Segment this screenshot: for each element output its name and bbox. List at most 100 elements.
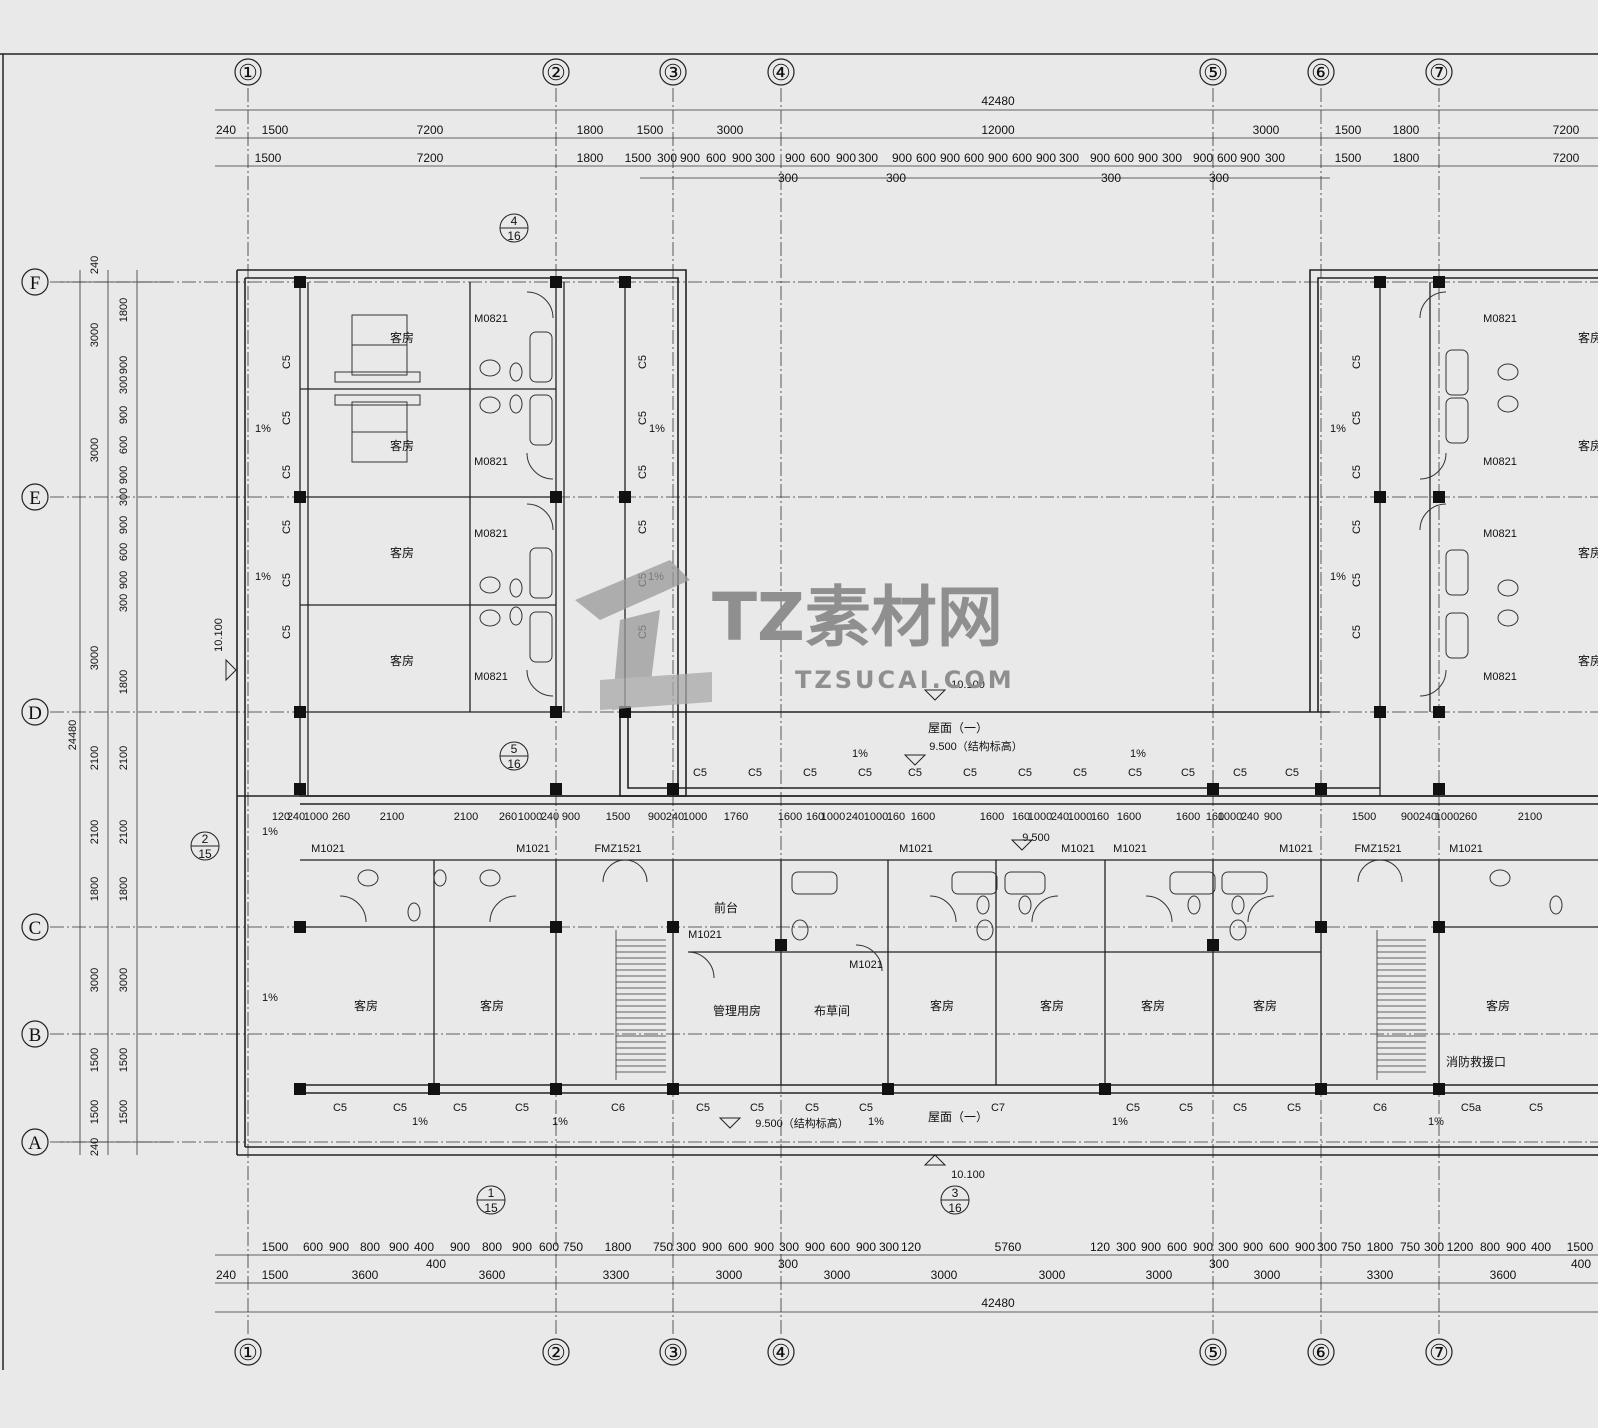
top-dim-chain: 900 (988, 151, 1008, 165)
window-code: C5 (1351, 520, 1363, 534)
door-code: M0821 (1483, 528, 1517, 540)
window-code: C5 (393, 1102, 407, 1114)
bottom-dim-chain: 600 (1167, 1240, 1187, 1254)
top-dim-chain: 600 (1217, 151, 1237, 165)
top-dim-chain: 1800 (577, 151, 604, 165)
bottom-dim-chain: 900 (754, 1240, 774, 1254)
structural-column (550, 706, 562, 718)
top-dim-chain: 600 (1114, 151, 1134, 165)
axis-bubble-3 (659, 58, 687, 86)
structural-column (1433, 921, 1445, 933)
slope-label: 1% (262, 826, 278, 838)
structural-column (667, 921, 679, 933)
slope-label: 1% (649, 423, 665, 435)
bottom-dim-chain: 1200 (1447, 1240, 1474, 1254)
left-dim-inner: 600 (118, 543, 130, 561)
axis-label-A: A (28, 1133, 42, 1154)
left-dim-outer: 2100 (89, 820, 101, 844)
detail-sheet: 16 (507, 229, 521, 243)
floor-level: 9.500 (1022, 832, 1050, 844)
bottom-dim-chain: 900 (1141, 1240, 1161, 1254)
corridor-dim: 160 (887, 811, 905, 823)
axis-label-3: ③ (663, 60, 683, 85)
corridor-dim: 260 (332, 811, 350, 823)
top-dim-chain: 1500 (255, 151, 282, 165)
bottom-dim: 3000 (931, 1268, 958, 1282)
corridor-dim: 1600 (1117, 811, 1141, 823)
axis-bubble-5 (1199, 58, 1227, 86)
corridor-dim: 1760 (724, 811, 748, 823)
top-dim: 12000 (981, 123, 1015, 137)
corridor-dim: 1000 (1068, 811, 1092, 823)
structural-column (294, 276, 306, 288)
door-code: M0821 (1483, 671, 1517, 683)
left-dim-inner: 900 (118, 356, 130, 374)
bottom-dim-chain: 750 (653, 1240, 673, 1254)
corridor-dim: 1000 (1028, 811, 1052, 823)
room-label: 客房 (390, 545, 414, 560)
top-dim: 1800 (577, 123, 604, 137)
detail-callouts (190, 213, 970, 1215)
structural-column (1433, 276, 1445, 288)
bottom-dim-chain: 900 (805, 1240, 825, 1254)
room-label: 客房 (930, 998, 954, 1013)
slope-label: 1% (868, 1116, 884, 1128)
room-label: 客房 (480, 998, 504, 1013)
axis-label-5: ⑤ (1203, 60, 1223, 85)
top-dim-sub: 300 (1209, 171, 1229, 185)
bottom-dim-chain: 900 (1243, 1240, 1263, 1254)
level-mark-vertical: 10.100 (213, 618, 225, 652)
left-dim-inner: 900 (118, 466, 130, 484)
bottom-dim: 3300 (1367, 1268, 1394, 1282)
detail-number: 3 (952, 1186, 959, 1200)
bottom-dim: 240 (216, 1268, 236, 1282)
bottom-dim-chain: 600 (728, 1240, 748, 1254)
corridor-dim: 240 (1051, 811, 1069, 823)
structural-column (1099, 1083, 1111, 1095)
bottom-dim-chain: 600 (303, 1240, 323, 1254)
window-code: C5 (637, 520, 649, 534)
left-dim-inner: 600 (118, 436, 130, 454)
top-dim: 3000 (1253, 123, 1280, 137)
detail-sheet: 16 (507, 757, 521, 771)
slope-label: 1% (412, 1116, 428, 1128)
corridor-dim: 160 (806, 811, 824, 823)
room-label: 客房 (1578, 330, 1598, 345)
corridor-dim: 160 (1091, 811, 1109, 823)
top-dim-chain: 1500 (625, 151, 652, 165)
door-code: M1021 (1113, 843, 1147, 855)
left-dim-inner: 1500 (118, 1100, 130, 1124)
bottom-dim-chain: 120 (1090, 1240, 1110, 1254)
overall-width-bottom: 42480 (981, 1296, 1015, 1310)
top-dim: 7200 (1553, 123, 1580, 137)
window-code: C5 (281, 411, 293, 425)
top-dim: 3000 (717, 123, 744, 137)
slope-label: 1% (1130, 748, 1146, 760)
top-dim-sub: 300 (1101, 171, 1121, 185)
bottom-dim-chain: 300 (1317, 1240, 1337, 1254)
room-label-fire-access: 消防救援口 (1446, 1054, 1506, 1069)
top-dim-chain: 600 (706, 151, 726, 165)
axis-bubble-4 (767, 58, 795, 86)
window-code: C5 (453, 1102, 467, 1114)
corridor-dim: 1000 (864, 811, 888, 823)
bottom-dim-chain: 800 (360, 1240, 380, 1254)
structural-column (1433, 706, 1445, 718)
left-dim-inner: 900 (118, 406, 130, 424)
bottom-dim-chain: 750 (1400, 1240, 1420, 1254)
window-code: C5 (515, 1102, 529, 1114)
room-label: 客房 (354, 998, 378, 1013)
structural-column (550, 1083, 562, 1095)
window-code: C5 (1529, 1102, 1543, 1114)
room-label: 客房 (1040, 998, 1064, 1013)
left-dim-outer: 2100 (89, 746, 101, 770)
bottom-dim-chain: 900 (1193, 1240, 1213, 1254)
detail-number: 5 (511, 742, 518, 756)
structural-column (294, 491, 306, 503)
axis-label-D: D (28, 703, 42, 724)
left-dim-outer: 1500 (89, 1048, 101, 1072)
left-dim-outer: 3000 (89, 323, 101, 347)
slope-label: 1% (1330, 423, 1346, 435)
axis-label-6: ⑥ (1311, 60, 1331, 85)
corridor-dim: 1000 (304, 811, 328, 823)
